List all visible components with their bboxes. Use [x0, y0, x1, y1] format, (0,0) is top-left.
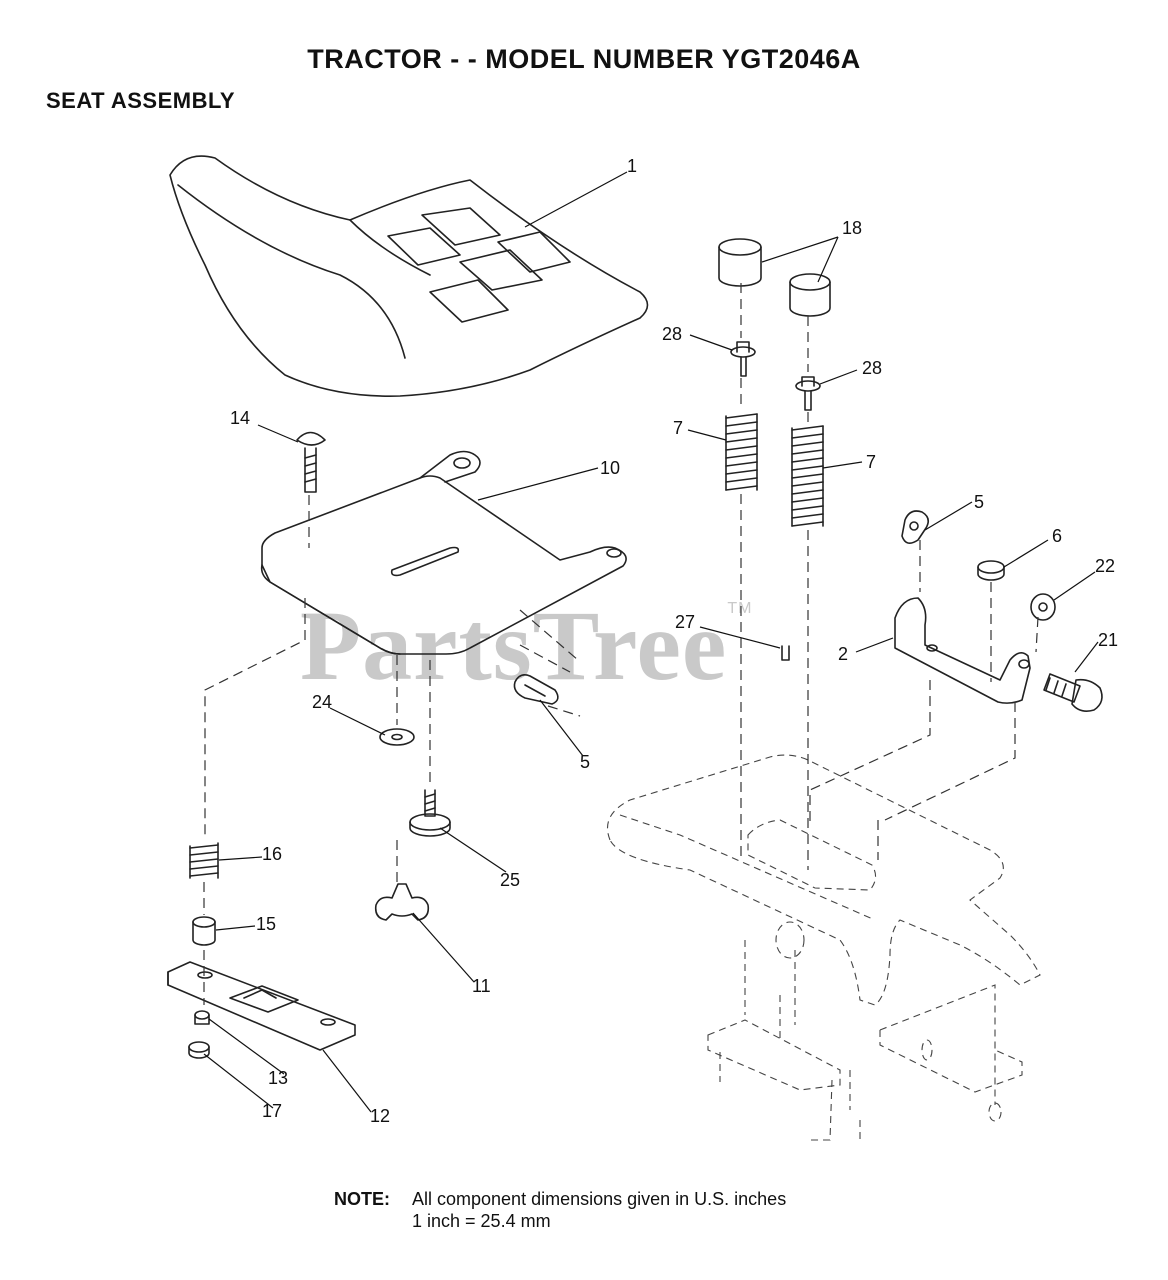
callout-21: 21	[1098, 630, 1118, 650]
watermark-text: PartsTree	[300, 590, 728, 701]
clip-lower	[513, 674, 559, 705]
callout-7-right: 7	[866, 452, 876, 472]
pivot-bolt	[1043, 673, 1103, 712]
spring-left	[725, 413, 758, 491]
callout-24: 24	[312, 692, 332, 712]
watermark: PartsTreeTM	[300, 588, 752, 703]
spacer-right	[789, 273, 831, 317]
callout-17: 17	[262, 1101, 282, 1121]
screw-left	[730, 341, 756, 377]
knob	[374, 883, 430, 921]
nut	[194, 1010, 210, 1025]
callout-12: 12	[370, 1106, 390, 1126]
pivot-bushing	[977, 560, 1005, 581]
note-line-1: All component dimensions given in U.S. i…	[412, 1189, 787, 1209]
carriage-bolt	[296, 431, 326, 493]
bushing	[192, 916, 216, 946]
callout-6: 6	[1052, 526, 1062, 546]
page-title: TRACTOR - - MODEL NUMBER YGT2046A	[307, 44, 861, 74]
callout-22: 22	[1095, 556, 1115, 576]
callout-25: 25	[500, 870, 520, 890]
callout-2: 2	[838, 644, 848, 664]
callout-1: 1	[627, 156, 637, 176]
seat	[169, 155, 649, 397]
callout-28-right: 28	[862, 358, 882, 378]
callout-16: 16	[262, 844, 282, 864]
pivot-bracket	[894, 597, 1031, 704]
seat-pan	[260, 450, 627, 655]
callout-10: 10	[600, 458, 620, 478]
slide-rail	[167, 961, 356, 1051]
spacer-left	[718, 238, 762, 287]
clip-upper	[901, 510, 930, 544]
callout-7-left: 7	[673, 418, 683, 438]
washer	[379, 728, 415, 746]
shoulder-bolt	[409, 789, 451, 837]
callout-5-upper: 5	[974, 492, 984, 512]
callout-18: 18	[842, 218, 862, 238]
note-label: NOTE:	[334, 1189, 390, 1209]
callout-5-lower: 5	[580, 752, 590, 772]
spring-right	[791, 425, 824, 527]
lock-nut	[188, 1041, 210, 1059]
watermark-trademark: TM	[727, 600, 753, 617]
callout-11: 11	[472, 976, 491, 996]
hex-nut	[1030, 593, 1056, 621]
dimension-note: NOTE: All component dimensions given in U…	[334, 1188, 786, 1232]
callout-15: 15	[256, 914, 276, 934]
spring-lower	[189, 842, 219, 879]
callout-27: 27	[675, 612, 695, 632]
note-line-2: 1 inch = 25.4 mm	[412, 1211, 551, 1231]
callout-14: 14	[230, 408, 250, 428]
callout-28-left: 28	[662, 324, 682, 344]
callout-13: 13	[268, 1068, 288, 1088]
pin	[781, 645, 790, 661]
section-title: SEAT ASSEMBLY	[46, 88, 236, 113]
screw-right	[795, 376, 821, 411]
